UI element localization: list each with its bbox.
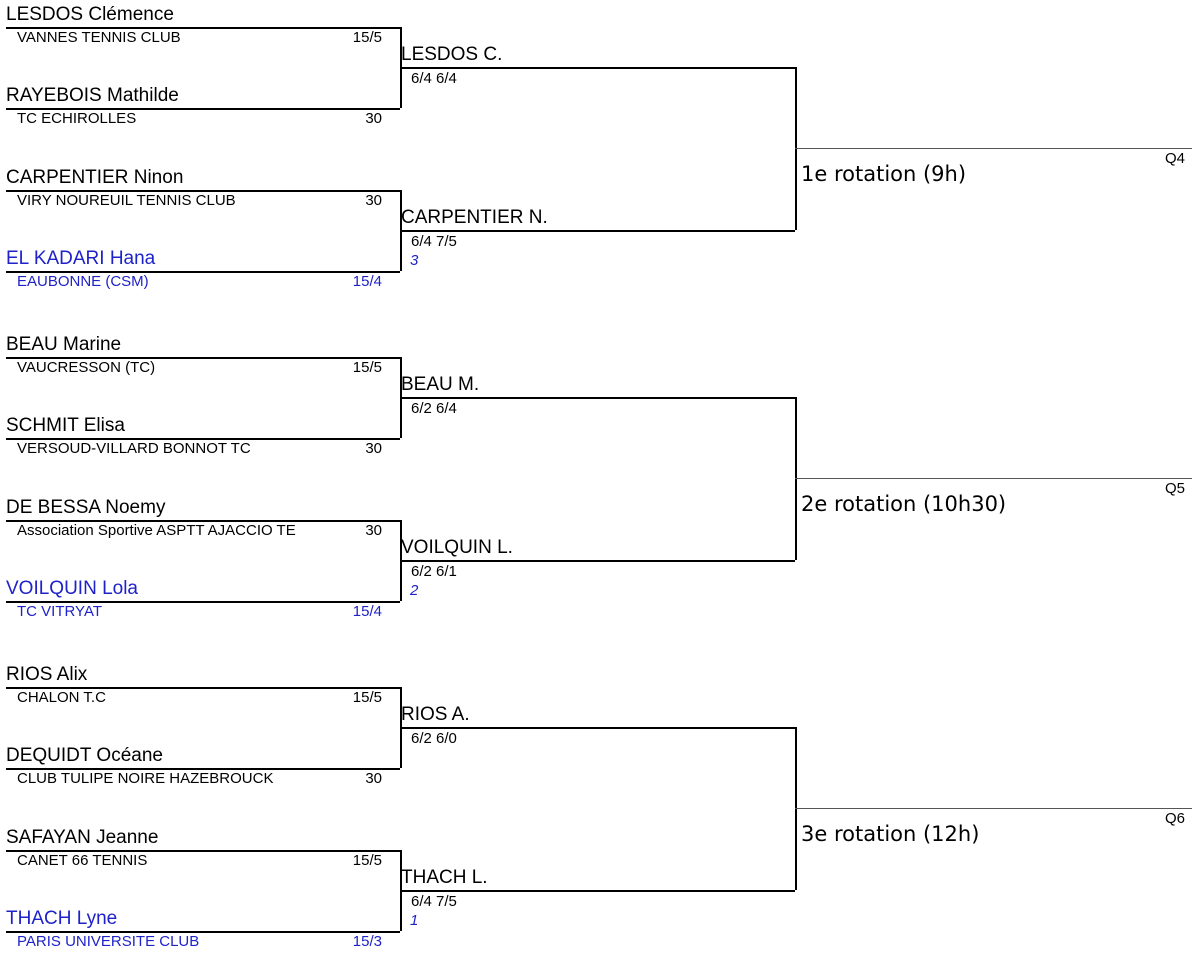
player-name: SAFAYAN Jeanne bbox=[6, 827, 159, 848]
winner-line bbox=[400, 230, 795, 232]
qualifier-line bbox=[795, 478, 1192, 479]
qualifier-label: Q5 bbox=[1165, 480, 1186, 497]
winner-name: THACH L. bbox=[401, 867, 488, 888]
player-ranking: 30 bbox=[365, 440, 382, 457]
qualifier-label: Q6 bbox=[1165, 810, 1186, 827]
player-name: RIOS Alix bbox=[6, 664, 88, 685]
player-ranking: 30 bbox=[365, 522, 382, 539]
player-name: VOILQUIN Lola bbox=[6, 578, 138, 599]
player-club: CHALON T.C bbox=[17, 689, 106, 706]
player-club: CLUB TULIPE NOIRE HAZEBROUCK bbox=[17, 770, 274, 787]
player-line bbox=[6, 357, 400, 359]
player-line bbox=[6, 190, 400, 192]
player-club: EAUBONNE (CSM) bbox=[17, 273, 149, 290]
player-club: VANNES TENNIS CLUB bbox=[17, 29, 181, 46]
player-line bbox=[6, 601, 400, 603]
seed-number: 3 bbox=[410, 252, 419, 269]
match-score: 6/2 6/4 bbox=[411, 400, 457, 417]
seed-number: 2 bbox=[410, 582, 419, 599]
qualifier-line bbox=[795, 808, 1192, 809]
player-name: SCHMIT Elisa bbox=[6, 415, 125, 436]
player-line bbox=[6, 768, 400, 770]
player-ranking: 30 bbox=[365, 770, 382, 787]
player-ranking: 15/5 bbox=[352, 359, 382, 376]
player-line bbox=[6, 850, 400, 852]
player-club: CANET 66 TENNIS bbox=[17, 852, 148, 869]
player-club: TC ECHIROLLES bbox=[17, 110, 137, 127]
player-club: VAUCRESSON (TC) bbox=[17, 359, 156, 376]
player-name: LESDOS Clémence bbox=[6, 4, 174, 25]
player-line bbox=[6, 271, 400, 273]
player-line bbox=[6, 687, 400, 689]
winner-line bbox=[400, 727, 795, 729]
player-name: THACH Lyne bbox=[6, 908, 118, 929]
winner-line bbox=[400, 890, 795, 892]
rotation-label: 3e rotation (12h) bbox=[801, 822, 980, 846]
player-club: Association Sportive ASPTT AJACCIO TE bbox=[17, 522, 296, 539]
player-line bbox=[6, 108, 400, 110]
player-line bbox=[6, 520, 400, 522]
player-name: DE BESSA Noemy bbox=[6, 497, 166, 518]
player-ranking: 30 bbox=[365, 110, 382, 127]
player-club: VIRY NOUREUIL TENNIS CLUB bbox=[17, 192, 236, 209]
player-name: BEAU Marine bbox=[6, 334, 122, 355]
winner-name: VOILQUIN L. bbox=[401, 537, 513, 558]
winner-name: BEAU M. bbox=[401, 374, 480, 395]
player-name: EL KADARI Hana bbox=[6, 248, 156, 269]
player-name: CARPENTIER Ninon bbox=[6, 167, 184, 188]
player-club: VERSOUD-VILLARD BONNOT TC bbox=[17, 440, 251, 457]
player-ranking: 15/4 bbox=[352, 603, 382, 620]
player-ranking: 15/4 bbox=[352, 273, 382, 290]
match-score: 6/4 7/5 bbox=[411, 893, 457, 910]
player-line bbox=[6, 931, 400, 933]
player-ranking: 15/5 bbox=[352, 852, 382, 869]
qualifier-label: Q4 bbox=[1165, 150, 1186, 167]
match-score: 6/2 6/0 bbox=[411, 730, 457, 747]
player-ranking: 30 bbox=[365, 192, 382, 209]
winner-line bbox=[400, 67, 795, 69]
qualifier-line bbox=[795, 148, 1192, 149]
player-ranking: 15/5 bbox=[352, 689, 382, 706]
player-club: TC VITRYAT bbox=[17, 603, 103, 620]
winner-line bbox=[400, 397, 795, 399]
rotation-label: 2e rotation (10h30) bbox=[801, 492, 1007, 516]
player-ranking: 15/3 bbox=[352, 933, 382, 950]
player-ranking: 15/5 bbox=[352, 29, 382, 46]
rotation-label: 1e rotation (9h) bbox=[801, 162, 967, 186]
winner-name: LESDOS C. bbox=[401, 44, 503, 65]
winner-name: CARPENTIER N. bbox=[401, 207, 548, 228]
player-name: DEQUIDT Océane bbox=[6, 745, 163, 766]
player-line bbox=[6, 438, 400, 440]
player-club: PARIS UNIVERSITE CLUB bbox=[17, 933, 200, 950]
seed-number: 1 bbox=[410, 912, 419, 929]
winner-line bbox=[400, 560, 795, 562]
player-line bbox=[6, 27, 400, 29]
match-score: 6/4 6/4 bbox=[411, 70, 457, 87]
winner-name: RIOS A. bbox=[401, 704, 470, 725]
match-score: 6/2 6/1 bbox=[411, 563, 457, 580]
player-name: RAYEBOIS Mathilde bbox=[6, 85, 179, 106]
match-score: 6/4 7/5 bbox=[411, 233, 457, 250]
